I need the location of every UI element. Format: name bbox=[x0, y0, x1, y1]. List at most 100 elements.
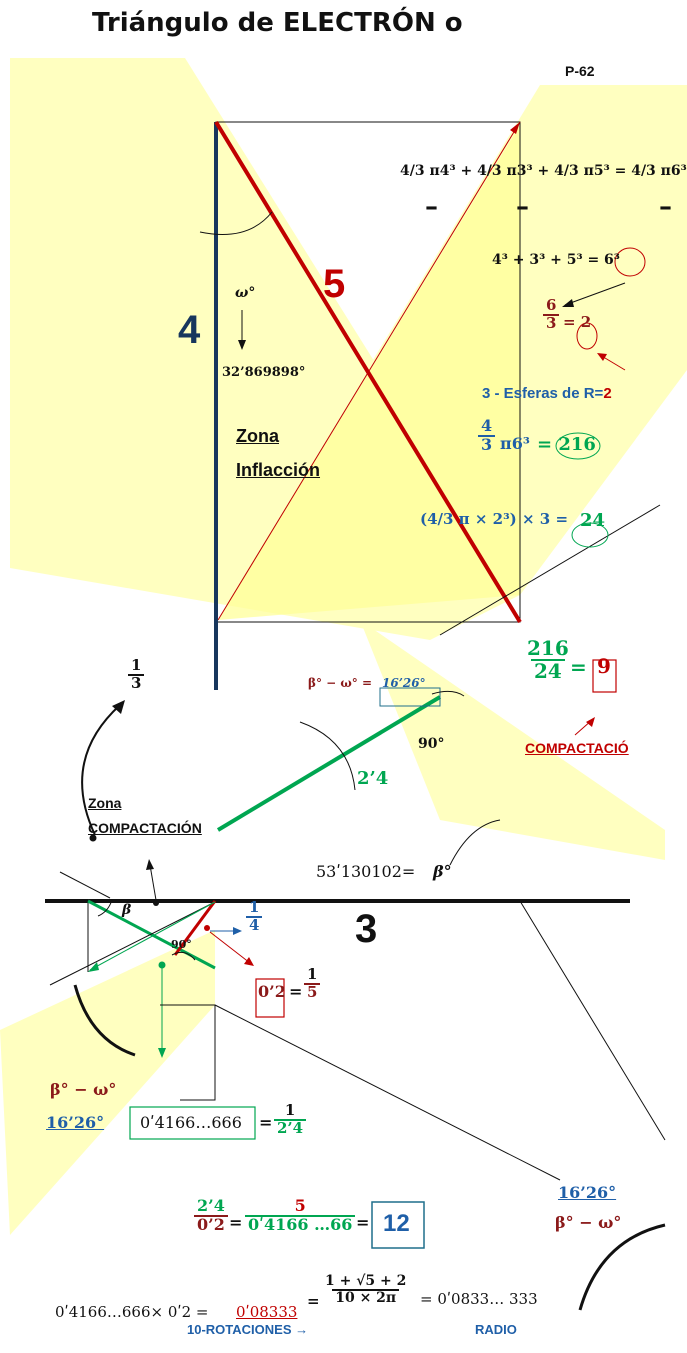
frac-2-4-num: 2’4 bbox=[197, 1196, 225, 1215]
frac-1-3-den: 3 bbox=[128, 673, 145, 692]
arrow-green-head bbox=[158, 1048, 166, 1058]
omega-arc bbox=[199, 211, 273, 235]
pointer-red-1-head bbox=[597, 353, 607, 361]
frac-216-24: 216 24 bbox=[524, 638, 572, 682]
frac-6-3: 6 3 bbox=[543, 296, 560, 332]
side-5-label: 5 bbox=[323, 262, 346, 306]
omega-value: 32’869898° bbox=[222, 365, 306, 380]
zone-compact-2: COMPACTACIÓN bbox=[88, 820, 202, 836]
dot-green bbox=[158, 961, 166, 969]
ratio-result: 9 bbox=[597, 654, 611, 678]
frac-6-3-result: = 2 bbox=[563, 313, 592, 331]
beta-minus-omega-val: 16’26° bbox=[382, 676, 426, 690]
small-red bbox=[173, 900, 217, 956]
page-title: Triángulo de ELECTRÓN o bbox=[92, 8, 463, 38]
arrow-blue-head bbox=[233, 927, 242, 935]
frac-1-2-4: 1 2’4 bbox=[274, 1101, 307, 1137]
page-ref: P-62 bbox=[565, 63, 595, 79]
omega-symbol: ω° bbox=[235, 285, 256, 301]
ratio-eq: = bbox=[570, 655, 587, 679]
bottom-eq: = bbox=[307, 1292, 320, 1310]
frac-1-2-4-num: 1 bbox=[284, 1101, 296, 1119]
eq-sphere-sum: 4/3 π4³ + 4/3 π3³ + 4/3 π5³ = 4/3 π6³ bbox=[400, 163, 687, 179]
zone-inflexion-2: Inflacción bbox=[236, 460, 321, 480]
arc-bottom-left bbox=[73, 984, 136, 1057]
box-0-2 bbox=[255, 978, 285, 1018]
side-5-line bbox=[214, 120, 522, 624]
big-eq-2: = bbox=[356, 1213, 370, 1232]
frac-1-5-num: 1 bbox=[307, 965, 318, 983]
label-0-2: 0’2 bbox=[258, 982, 286, 1001]
zone-compact-1: Zona bbox=[88, 795, 122, 811]
arrow-red-head bbox=[244, 957, 254, 966]
esferas-text: 3 - Esferas de R= bbox=[482, 385, 604, 402]
zone-inflexion-1: Zona bbox=[236, 426, 279, 446]
frac-6-3-num: 6 bbox=[546, 296, 557, 314]
frac-1-3-num: 1 bbox=[131, 656, 142, 674]
dot-red bbox=[204, 925, 210, 931]
arc-small bbox=[431, 690, 465, 697]
label-2-4: 2’4 bbox=[357, 768, 389, 789]
frac-2-4-0-2: 2’4 0’2 bbox=[194, 1196, 228, 1234]
long-diag bbox=[519, 900, 666, 1141]
arc-90-small bbox=[171, 951, 196, 961]
vol-mid: π6³ bbox=[500, 434, 530, 453]
beta-small: β bbox=[122, 902, 132, 918]
circle-24 bbox=[571, 522, 609, 548]
omega-arrowhead bbox=[238, 340, 246, 350]
yellow-region-fan bbox=[360, 620, 665, 860]
bottom-right-eq: = 0ʹ0833… 333 bbox=[420, 1290, 538, 1308]
frac-5-num: 5 bbox=[294, 1196, 306, 1215]
side-3-label: 3 bbox=[355, 907, 378, 951]
small-green-thin bbox=[89, 901, 216, 971]
big-eq-1: = bbox=[229, 1213, 243, 1232]
esferas-label: 3 - Esferas de R=2 bbox=[482, 385, 612, 402]
frac-1-5-den: 5 bbox=[304, 982, 321, 1001]
curved-arrow bbox=[81, 704, 121, 836]
frac-1-4-num: 1 bbox=[249, 898, 260, 916]
beta-symbol: β° bbox=[433, 862, 452, 881]
frac-golden-num: 1 + √5 + 2 bbox=[325, 1273, 407, 1289]
eq-dashes: – – – bbox=[425, 192, 672, 222]
frac-golden: 1 + √5 + 2 10 × 2π bbox=[322, 1274, 409, 1305]
small-green-head bbox=[88, 962, 99, 972]
vol-result: = 216 bbox=[537, 434, 596, 455]
frac-vol-den: 3 bbox=[478, 434, 496, 454]
frac-1-2-4-den: 2’4 bbox=[274, 1118, 307, 1137]
val-16-26-b: 16’26° bbox=[558, 1183, 617, 1202]
esferas-r: 2 bbox=[603, 385, 612, 402]
ray-arrowhead bbox=[510, 122, 520, 134]
side-4-label: 4 bbox=[178, 308, 201, 352]
frac-vol: 4 3 bbox=[478, 417, 496, 454]
beta-value: 53ʹ130102= bbox=[316, 862, 416, 881]
eq-cube-sum: 4³ + 3³ + 5³ = 6³ bbox=[492, 252, 620, 268]
small-diag bbox=[49, 901, 216, 986]
bottom-left-val: 0ʹ08333 bbox=[236, 1303, 298, 1321]
arc-beta-small bbox=[97, 899, 113, 917]
small-vol-eq: (4/3 π × 2³) × 3 = bbox=[420, 510, 569, 528]
bottom-left-eq: 0ʹ4166…666× 0ʹ2 = bbox=[55, 1303, 209, 1321]
frac-5-dec: 5 0ʹ4166 …66 bbox=[245, 1196, 356, 1234]
label-0-2-eq: = bbox=[289, 982, 303, 1001]
yellow-region-bottom bbox=[0, 930, 215, 1235]
frac-golden-den: 10 × 2π bbox=[332, 1288, 400, 1306]
box-12 bbox=[371, 1201, 425, 1249]
frac-dec-den: 0ʹ4166 …66 bbox=[245, 1214, 356, 1234]
arrow-up bbox=[149, 864, 157, 901]
arrow-up-head bbox=[146, 859, 154, 870]
frac-1-3: 1 3 bbox=[128, 656, 145, 692]
frac-216-num: 216 bbox=[527, 636, 569, 660]
box-beta-omega bbox=[379, 687, 441, 707]
frac-6-3-den: 3 bbox=[543, 313, 560, 332]
dot-zone bbox=[89, 834, 97, 842]
curved-arrow-head bbox=[112, 700, 125, 714]
frac-1-4-den: 4 bbox=[246, 915, 263, 934]
arc-bottom-right bbox=[578, 1223, 666, 1311]
radio-label: RADIO bbox=[475, 1322, 517, 1337]
val-16-26: 16’26° bbox=[46, 1113, 105, 1132]
circle-2 bbox=[576, 322, 598, 350]
pointer-compactacio-head bbox=[586, 717, 595, 727]
thin-line-right bbox=[439, 504, 661, 636]
big-result: 12 bbox=[383, 1210, 410, 1237]
